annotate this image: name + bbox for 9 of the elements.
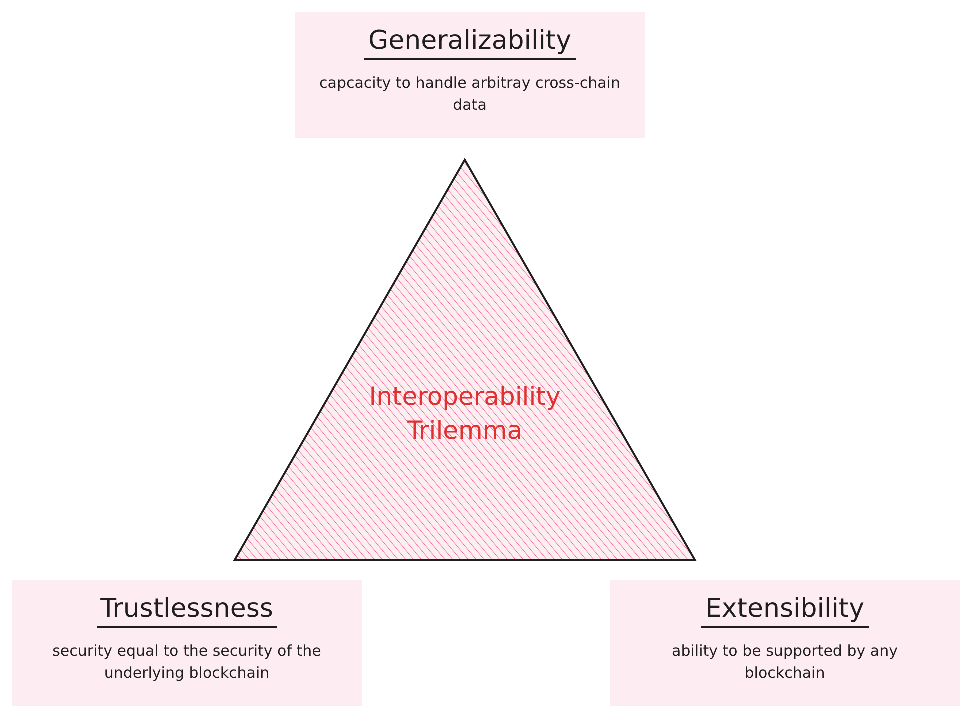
description: ability to be supported by any blockchain bbox=[671, 641, 899, 684]
concept-card bbox=[12, 580, 362, 706]
description: security equal to the security of the underlying blockchain bbox=[52, 641, 322, 684]
heading: Extensibility bbox=[701, 594, 868, 628]
heading: Generalizability bbox=[364, 26, 576, 60]
concept-card bbox=[610, 580, 960, 706]
description: capcacity to handle arbitray cross-chain data bbox=[318, 73, 622, 116]
concept-card bbox=[295, 12, 645, 138]
heading: Trustlessness bbox=[96, 594, 278, 628]
